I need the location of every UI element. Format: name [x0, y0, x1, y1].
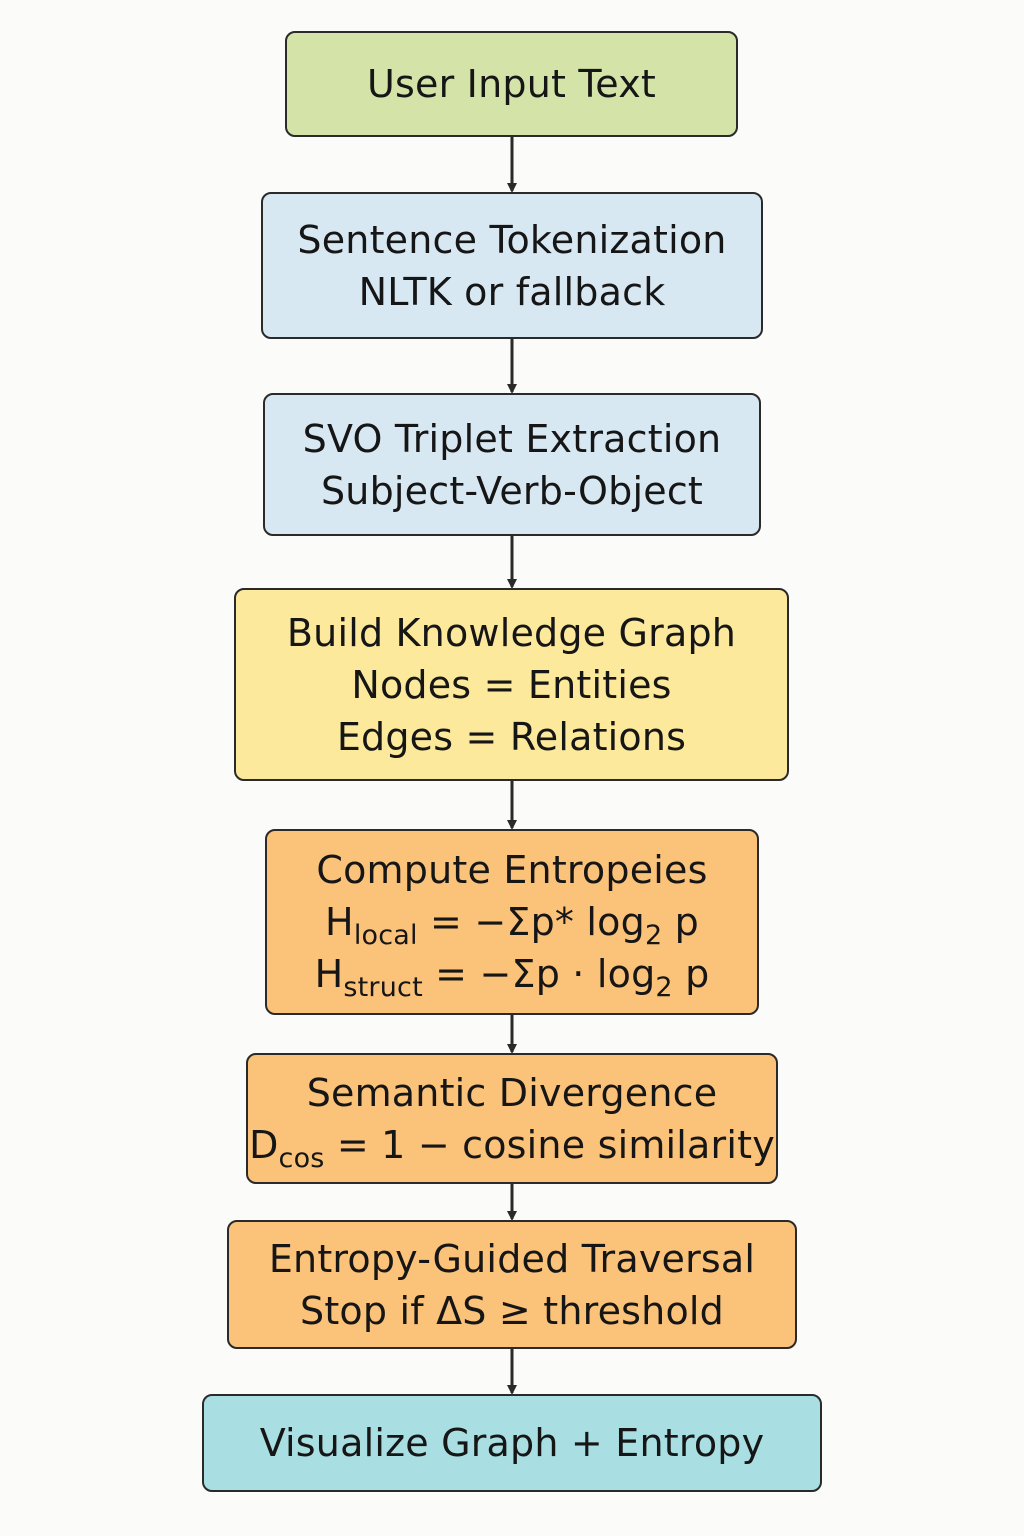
step-label: Sentence Tokenization [297, 217, 727, 262]
step-sentence-tokenization: Sentence Tokenization NLTK or fallback [261, 192, 763, 339]
step-label: Compute Entropeies [316, 848, 708, 892]
step-detail: Nodes = Entities [351, 662, 672, 707]
step-label: Semantic Divergence [306, 1070, 718, 1115]
step-label: Build Knowledge Graph [286, 610, 737, 655]
step-detail: Stop if ΔS ≥ threshold [300, 1288, 724, 1333]
formula-h-local: Hlocal = −Σp* log2 p [325, 900, 699, 951]
step-visualize: Visualize Graph + Entropy [202, 1394, 822, 1492]
step-label: Entropy-Guided Traversal [268, 1236, 756, 1281]
step-detail: NLTK or fallback [358, 269, 666, 314]
step-entropy-guided-traversal: Entropy-Guided Traversal Stop if ΔS ≥ th… [227, 1220, 797, 1349]
formula-d-cos: Dcos = 1 − cosine similarity [249, 1122, 775, 1174]
step-compute-entropies: Compute Entropeies Hlocal = −Σp* log2 p … [265, 829, 759, 1015]
step-detail: Edges = Relations [336, 714, 687, 759]
formula-h-struct: Hstruct = −Σp · log2 p [314, 952, 710, 1003]
step-label: SVO Triplet Extraction [302, 416, 722, 461]
step-detail: Subject-Verb-Object [320, 468, 704, 513]
step-build-knowledge-graph: Build Knowledge Graph Nodes = Entities E… [234, 588, 789, 781]
step-user-input: User Input Text [285, 31, 738, 137]
step-label: Visualize Graph + Entropy [259, 1421, 765, 1465]
step-svo-extraction: SVO Triplet Extraction Subject-Verb-Obje… [263, 393, 761, 536]
step-label: User Input Text [366, 62, 657, 106]
step-semantic-divergence: Semantic Divergence Dcos = 1 − cosine si… [246, 1053, 778, 1184]
